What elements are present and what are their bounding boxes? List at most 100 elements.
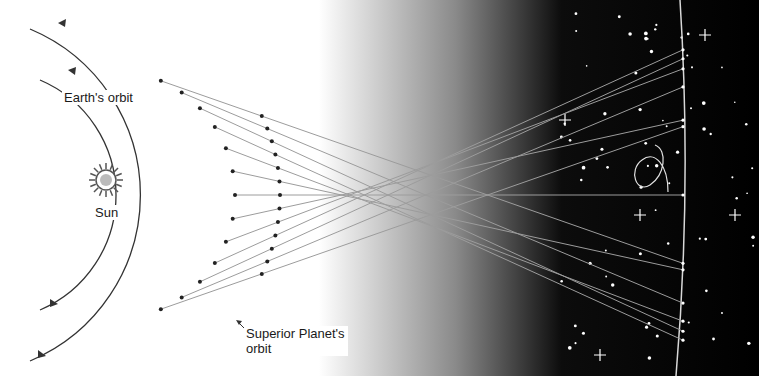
- apparent-position: [681, 320, 684, 323]
- orbit-arrowhead: [50, 299, 58, 307]
- star: [605, 276, 607, 278]
- earth-position: [231, 217, 235, 221]
- label-pointer-head: [236, 320, 242, 325]
- star: [644, 142, 647, 145]
- sight-line: [161, 127, 683, 310]
- star: [655, 209, 657, 211]
- sun-ray: [114, 168, 118, 172]
- star: [582, 166, 586, 170]
- star: [747, 342, 750, 345]
- planet-orbit: [30, 29, 140, 361]
- sight-line: [215, 50, 683, 263]
- sight-line: [226, 148, 683, 321]
- apparent-position: [681, 85, 684, 88]
- star: [691, 66, 693, 68]
- retrograde-loop: [635, 145, 668, 192]
- sun-ray: [99, 164, 101, 170]
- apparent-position: [681, 339, 684, 342]
- apparent-position: [681, 48, 684, 51]
- star: [638, 108, 641, 111]
- star: [655, 24, 657, 26]
- sun-icon: [89, 163, 123, 197]
- earth-position: [159, 79, 163, 83]
- sun-ray: [116, 184, 122, 186]
- star: [650, 50, 653, 53]
- apparent-position: [681, 119, 684, 122]
- sight-lines: [159, 48, 685, 342]
- star: [644, 37, 648, 41]
- star: [687, 33, 690, 36]
- apparent-position: [681, 330, 684, 333]
- earth-position: [231, 169, 235, 173]
- sun-ray: [89, 179, 95, 181]
- star: [752, 245, 754, 247]
- bright-star: [634, 209, 646, 221]
- earth-position: [213, 125, 217, 129]
- earth-position: [180, 91, 184, 95]
- earth-position: [224, 240, 228, 244]
- sun-ray: [99, 190, 101, 196]
- star: [751, 167, 753, 169]
- star: [654, 28, 656, 30]
- star: [731, 176, 733, 178]
- star: [586, 65, 588, 67]
- star-field: [559, 12, 755, 361]
- planet-position: [278, 193, 282, 197]
- star: [574, 342, 576, 344]
- earth-position: [224, 146, 228, 150]
- star: [568, 346, 572, 350]
- earth-position: [198, 106, 202, 110]
- bright-star: [594, 349, 606, 361]
- sight-line: [215, 127, 683, 340]
- star: [667, 242, 669, 244]
- planet-position: [270, 247, 274, 251]
- sight-line: [233, 171, 683, 270]
- sight-line: [200, 59, 683, 282]
- star: [721, 312, 723, 314]
- star: [575, 12, 578, 15]
- orbit-arrowhead: [68, 67, 76, 75]
- earth-position: [180, 295, 184, 299]
- star: [574, 324, 577, 327]
- star: [702, 127, 706, 131]
- star: [662, 120, 664, 122]
- star: [734, 101, 736, 103]
- sun-ray: [116, 173, 122, 175]
- star: [655, 164, 658, 167]
- orbit-arrowhead: [58, 19, 66, 27]
- apparent-position: [681, 57, 684, 60]
- star: [704, 238, 707, 241]
- sun-label: Sun: [93, 205, 120, 220]
- star: [699, 238, 701, 240]
- star: [705, 289, 708, 292]
- sight-line: [182, 93, 683, 303]
- star: [751, 235, 754, 238]
- star: [746, 192, 748, 194]
- star: [603, 112, 606, 115]
- bright-star: [699, 29, 711, 41]
- star: [656, 334, 659, 337]
- planet-position: [273, 153, 277, 157]
- sun-ray: [90, 173, 96, 175]
- sight-line: [233, 120, 683, 219]
- apparent-position: [681, 302, 684, 305]
- sight-line: [235, 195, 683, 196]
- star: [639, 252, 642, 255]
- earth-position: [213, 261, 217, 265]
- planet-position: [273, 233, 277, 237]
- sun-ray: [90, 184, 96, 186]
- bright-star: [559, 114, 571, 126]
- star: [582, 332, 585, 335]
- star: [618, 15, 621, 18]
- apparent-position: [681, 193, 684, 196]
- earth-position: [198, 280, 202, 284]
- star: [690, 107, 692, 109]
- sun-ray: [94, 168, 98, 172]
- apparent-position: [681, 125, 684, 128]
- star: [606, 166, 609, 169]
- sun-ray: [105, 163, 107, 169]
- star: [611, 283, 614, 286]
- star: [575, 30, 577, 32]
- apparent-position: [681, 262, 684, 265]
